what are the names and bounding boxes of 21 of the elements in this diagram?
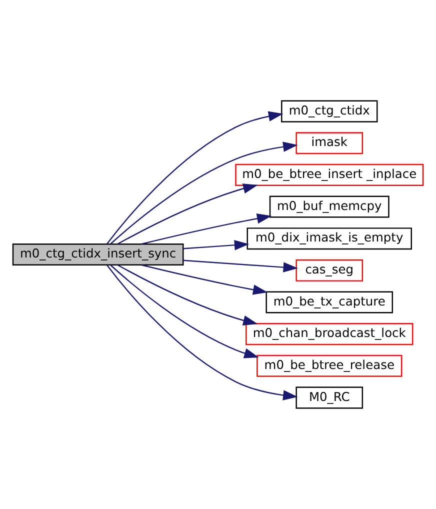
node-box: m0_be_btree_release: [256, 354, 402, 377]
arrow: [183, 260, 298, 272]
node-box: m0_chan_broadcast_lock: [246, 323, 414, 346]
node-box: m0_buf_memcpy: [269, 196, 390, 218]
node-box: m0_be_tx_capture: [266, 291, 394, 314]
node-box: m0_be_btree_insert _inplace: [235, 164, 424, 186]
arrow: [117, 184, 258, 245]
arrow: [110, 264, 259, 358]
arrow: [183, 240, 250, 250]
node-box: m0_ctg_ctidx: [281, 100, 378, 122]
arrow: [110, 142, 298, 244]
node-box: m0_dix_imask_is_empty: [246, 228, 412, 250]
node-box: m0_ctg_ctidx_insert_sync: [12, 243, 184, 266]
node-box: M0_RC: [296, 386, 364, 409]
arrow: [141, 264, 268, 295]
node-box: imask: [296, 132, 364, 154]
node-box: cas_seg: [296, 259, 364, 282]
arrow: [117, 264, 258, 326]
arrow: [141, 213, 272, 245]
arrow: [106, 111, 284, 244]
arrow: [106, 264, 298, 400]
